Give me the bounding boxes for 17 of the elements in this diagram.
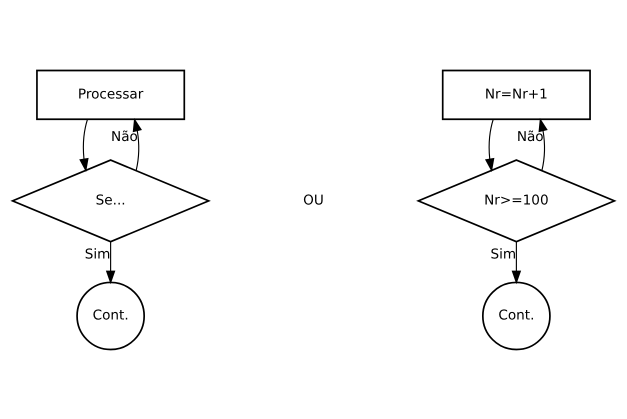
edge-label: Não — [111, 128, 138, 145]
label: OU — [303, 192, 324, 208]
node-box: Nr=Nr+1 — [442, 69, 591, 120]
node-diamond: Se... — [10, 158, 211, 242]
arrow — [79, 118, 89, 172]
arrow — [132, 117, 142, 170]
arrow — [106, 241, 116, 284]
node-circle: Cont. — [482, 281, 551, 350]
node-box: Processar — [36, 69, 186, 120]
arrow — [512, 241, 522, 284]
edge-label: Não — [516, 128, 544, 145]
node-diamond: Nr>=100 — [416, 158, 617, 242]
edge-label: Sim — [84, 246, 110, 262]
arrow — [538, 117, 548, 170]
arrow — [484, 118, 494, 172]
edge-label: Sim — [490, 246, 516, 262]
node-circle: Cont. — [76, 281, 146, 350]
